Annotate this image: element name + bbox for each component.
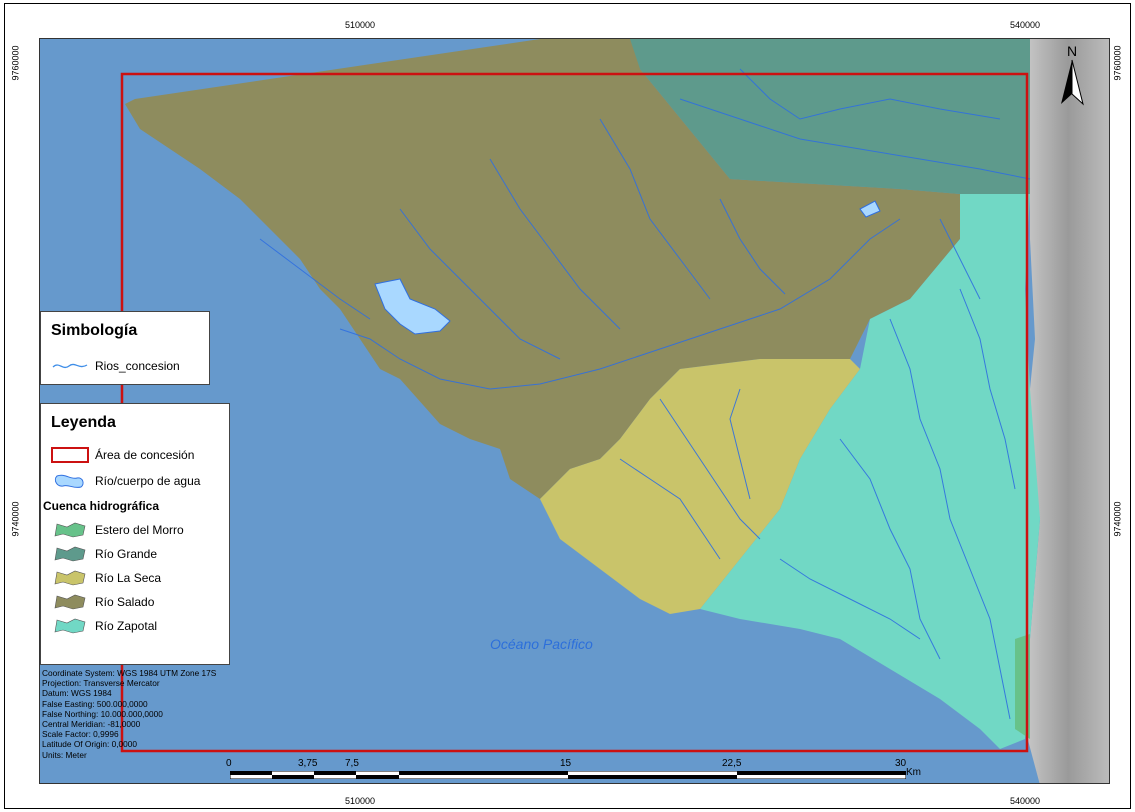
basin-swatch-icon — [54, 522, 86, 538]
basin-rio-la-seca — [540, 359, 860, 614]
legend-basin-label: Estero del Morro — [95, 523, 184, 537]
basin-swatch-icon — [54, 618, 86, 634]
projection-note-line: False Easting: 500.000,0000 — [42, 698, 148, 709]
legend-basin-label: Río La Seca — [95, 571, 162, 585]
legend-basin-label: Río Salado — [95, 595, 155, 609]
projection-note-line: Datum: WGS 1984 — [42, 688, 112, 699]
left-y-label-9740000: 9740000 — [10, 501, 21, 537]
scale-tick-label: 30 — [895, 758, 907, 769]
projection-note-line: Projection: Transverse Mercator — [42, 678, 160, 689]
legend-item-rio-la-seca: Río La Seca — [51, 568, 161, 588]
basin-swatch-icon — [54, 594, 86, 610]
scale-unit-label: Km — [906, 767, 921, 778]
top-x-label-540000: 540000 — [1010, 20, 1041, 30]
symbology-panel: Simbología Rios_concesion — [40, 311, 210, 385]
legend-item-water: Río/cuerpo de agua — [51, 471, 200, 491]
basin-swatch-icon — [54, 546, 86, 562]
scale-tick-label: 22,5 — [722, 758, 742, 769]
legend-item-rio-zapotal: Río Zapotal — [51, 616, 157, 636]
north-arrow-icon — [1061, 59, 1084, 106]
projection-notes: Coordinate System: WGS 1984 UTM Zone 17S… — [42, 668, 216, 760]
legend-water-label: Río/cuerpo de agua — [95, 474, 201, 488]
bottom-x-label-510000: 510000 — [345, 796, 376, 806]
legend-basin-label: Río Zapotal — [95, 619, 158, 633]
symbology-item-label: Rios_concesion — [95, 359, 180, 373]
legend-basin-heading: Cuenca hidrográfica — [43, 499, 160, 513]
projection-note-line: Coordinate System: WGS 1984 UTM Zone 17S — [42, 668, 217, 678]
legend-concession-label: Área de concesión — [95, 448, 195, 462]
main-river-grande — [679, 98, 1031, 180]
water-body-icon — [54, 474, 84, 488]
river-network — [259, 68, 1031, 720]
bottom-x-label-540000: 540000 — [1010, 796, 1041, 806]
legend-item-rio-grande: Río Grande — [51, 544, 157, 564]
scale-tick-label: 7,5 — [345, 758, 359, 769]
scale-tick-label: 3,75 — [298, 758, 318, 769]
river-line-icon — [52, 363, 88, 369]
legend-basin-label: Río Grande — [95, 547, 158, 561]
main-river-zapotal — [889, 318, 1011, 720]
basin-swatch-icon — [54, 570, 86, 586]
symbology-item-rios: Rios_concesion — [51, 356, 180, 376]
basin-rio-salado — [125, 39, 960, 499]
top-x-label-510000: 510000 — [345, 20, 376, 30]
scale-tick-label: 0 — [226, 758, 232, 769]
relief-land — [1025, 39, 1109, 783]
scale-tick-label: 15 — [560, 758, 572, 769]
projection-note-line: Units: Meter — [42, 749, 87, 760]
left-y-label-9760000: 9760000 — [10, 45, 21, 81]
main-river-salado — [339, 218, 901, 390]
small-water-body — [859, 200, 881, 218]
legend-title: Leyenda — [51, 414, 116, 431]
projection-note-line: False Northing: 10.000.000,0000 — [42, 708, 163, 719]
legend-panel: Leyenda Área de concesión Río/cuerpo de … — [40, 403, 230, 665]
projection-note-line: Latitude Of Origin: 0,0000 — [42, 739, 138, 750]
legend-item-concession: Área de concesión — [51, 445, 194, 465]
lagoon-water-body — [374, 278, 451, 335]
north-letter: N — [1066, 43, 1078, 59]
projection-note-line: Scale Factor: 0,9996 — [42, 729, 119, 740]
right-y-label-9760000: 9760000 — [1112, 45, 1123, 81]
symbology-title: Simbología — [51, 322, 138, 339]
north-arrow: N — [1057, 44, 1087, 112]
concession-swatch-icon — [51, 447, 89, 463]
basin-rio-zapotal — [700, 194, 1040, 749]
scale-bar-graphic — [230, 771, 906, 779]
right-y-label-9740000: 9740000 — [1112, 501, 1123, 537]
projection-note-line: Central Meridian: -81,0000 — [42, 719, 141, 730]
basin-rio-grande — [630, 39, 1030, 194]
legend-item-rio-salado: Río Salado — [51, 592, 154, 612]
ocean-label: Océano Pacífico — [490, 636, 593, 652]
legend-item-estero-del-morro: Estero del Morro — [51, 520, 184, 540]
